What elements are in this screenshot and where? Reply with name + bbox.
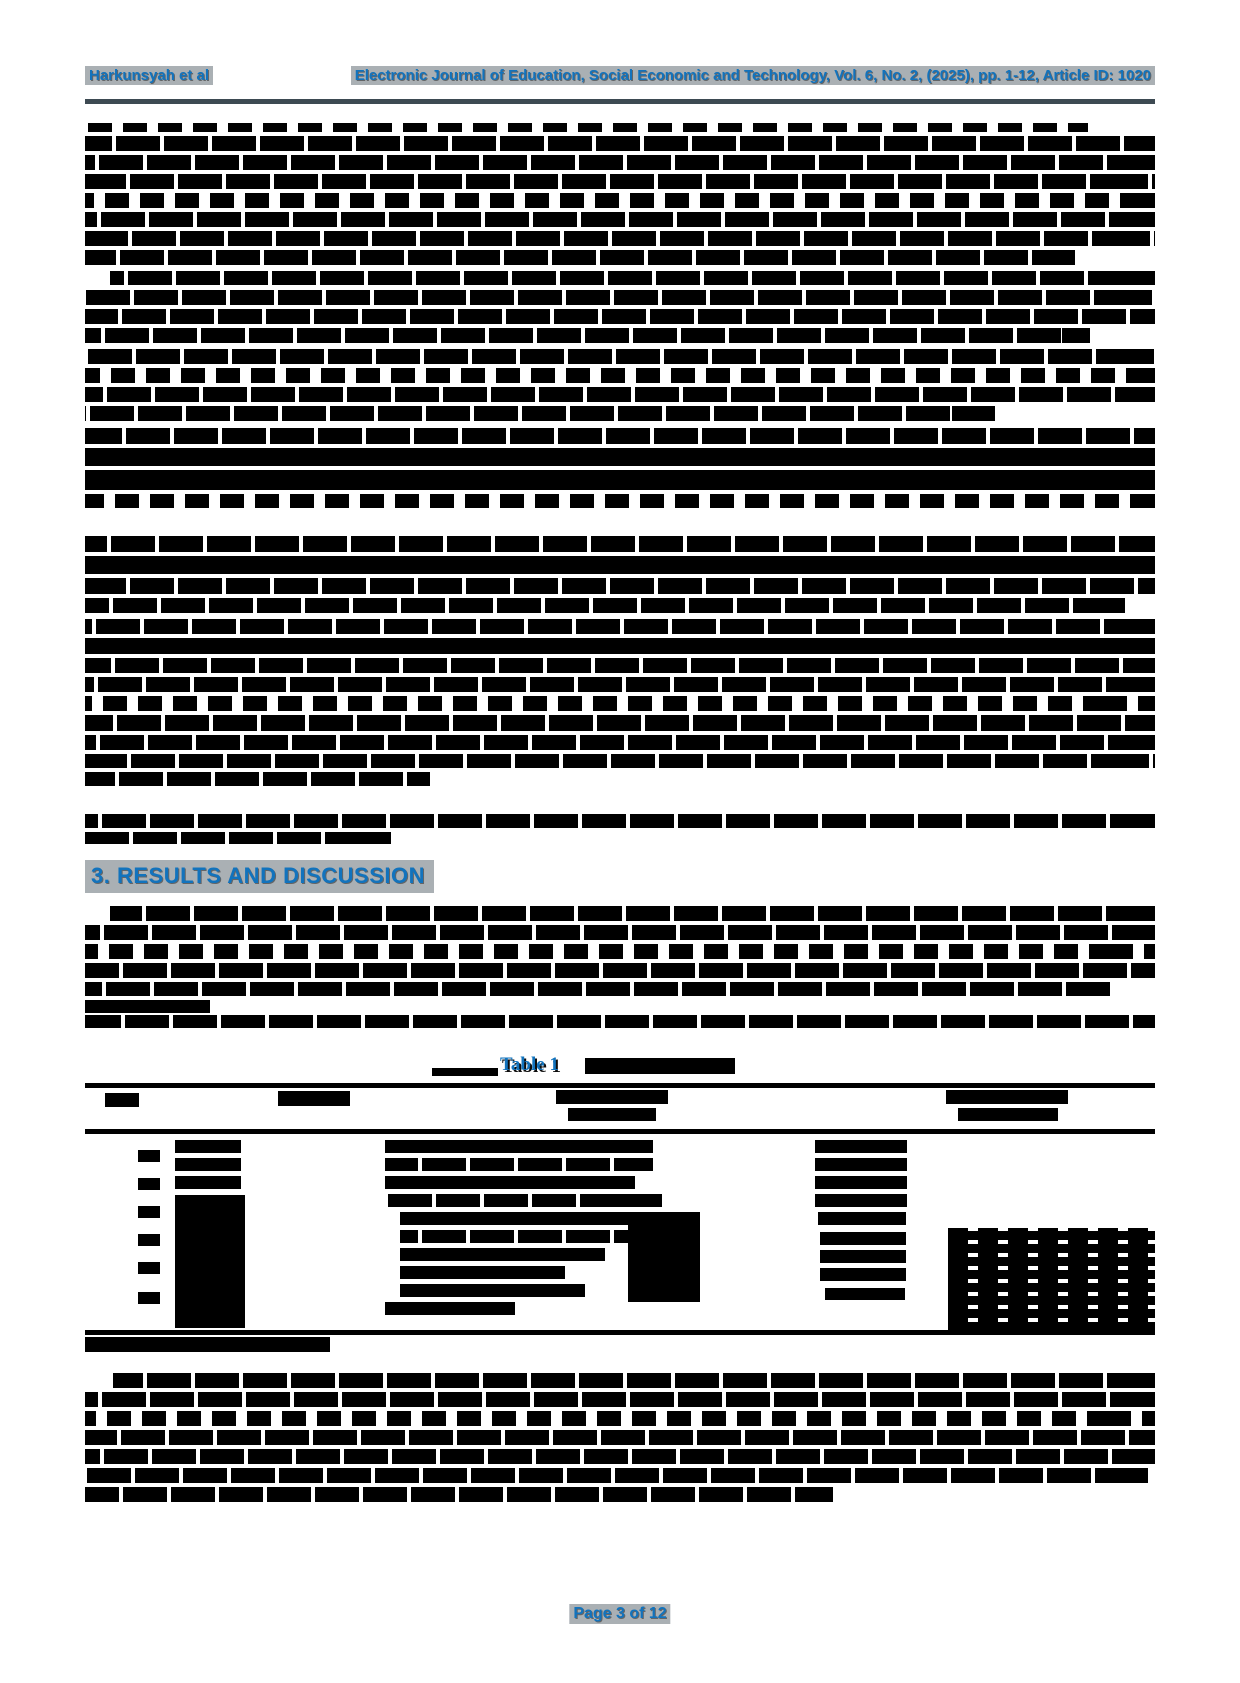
redacted-text-line [85,696,1155,711]
redacted-text-line [400,1212,652,1225]
redacted-text-line [85,1083,1155,1088]
redacted-text-line [85,1330,1155,1335]
redacted-text-line [400,1248,605,1261]
section-heading-results-and-discussion: 3. RESULTS AND DISCUSSION [85,860,434,893]
redacted-text-line [85,136,1155,151]
redacted-text-line [815,1194,907,1207]
redacted-text-line [820,1268,906,1281]
redacted-text-line [85,556,1155,574]
redacted-text-line [138,1234,160,1246]
redacted-text-line [85,1468,1150,1483]
redacted-text-line [85,1449,1155,1464]
redacted-text-line [85,772,430,786]
redacted-text-line [85,174,1155,189]
redacted-text-line [85,982,1110,996]
redacted-text-line [820,1232,906,1245]
redacted-text-line [85,1411,1155,1426]
redacted-text-line [85,1392,1155,1407]
redacted-text-line [85,448,1155,466]
redacted-text-line [88,123,1088,132]
redacted-text-line [85,638,1155,654]
redacted-text-line [85,536,1155,552]
redacted-text-line [400,1266,565,1279]
redacted-text-line [138,1262,160,1274]
redacted-text-line [85,677,1155,692]
redacted-text-line [175,1140,241,1153]
redacted-text-line [948,1228,1155,1331]
header-author-text: Harkunsyah et al [85,66,214,85]
redacted-text-line [110,906,1155,921]
redacted-text-line [85,814,1155,828]
redacted-text-line [815,1140,907,1153]
redacted-text-line [815,1158,907,1171]
header-journal-citation-text: Electronic Journal of Education, Social … [350,66,1155,85]
redacted-text-line [85,406,995,421]
redacted-text-line [946,1090,1068,1104]
redacted-text-line [85,658,1155,673]
page-header: Harkunsyah et al Electronic Journal of E… [85,66,1155,85]
header-divider-rule [85,99,1155,104]
redacted-text-line [85,578,1155,594]
redacted-text-line [385,1158,653,1171]
redacted-text-line [385,1194,663,1207]
redacted-text-line [138,1292,160,1304]
redacted-text-line [110,271,1155,285]
redacted-text-line [815,1176,907,1189]
redacted-text-line [175,1176,241,1189]
redacted-text-line [85,832,395,844]
redacted-text-line [85,368,1155,383]
redacted-text-line [85,944,1155,959]
redacted-text-line [85,193,1155,208]
redacted-text-line [138,1206,160,1218]
redacted-text-line [820,1250,906,1263]
table-caption-link[interactable]: Table 1 [500,1054,559,1075]
redacted-text-line [818,1212,906,1225]
redacted-text-line [628,1212,700,1302]
redacted-text-line [385,1302,515,1315]
redacted-text-line [385,1140,653,1153]
redacted-text-line [556,1090,668,1104]
redacted-text-line [85,1015,1155,1028]
redacted-text-line [85,309,1155,324]
redacted-text-line [85,963,1155,978]
redacted-text-line [85,1337,330,1352]
redacted-text-line [85,328,1090,343]
redacted-text-line [175,1158,241,1171]
redacted-text-line [85,470,1155,490]
redacted-text-line [85,1430,1155,1445]
redacted-text-line [400,1284,585,1297]
redacted-text-line [85,1000,210,1013]
redacted-text-line [85,428,1155,444]
footer-page-number: Page 3 of 12 [569,1604,671,1624]
redacted-text-line [958,1108,1058,1121]
redacted-text-line [85,715,1155,731]
redacted-text-line [175,1195,245,1328]
redacted-text-line [585,1058,735,1074]
redacted-text-line [85,735,1155,750]
redacted-text-line [85,619,1155,634]
redacted-text-line [85,155,1155,170]
redacted-text-line [85,349,1155,364]
redacted-text-line [432,1068,498,1076]
redacted-text-line [568,1108,656,1121]
redacted-text-line [85,212,1155,227]
redacted-text-line [85,1487,833,1502]
redacted-text-line [85,231,1155,246]
redacted-text-line [85,250,1075,265]
redacted-text-line [400,1230,662,1243]
redacted-text-line [85,598,1125,613]
redacted-text-line [85,754,1155,768]
redacted-text-line [825,1288,905,1300]
redacted-text-line [85,494,1155,508]
redacted-text-line [385,1176,635,1189]
redacted-text-line [138,1178,160,1190]
redacted-text-line [85,290,1155,305]
redacted-text-line [85,1129,1155,1134]
redacted-text-line [138,1150,160,1162]
redacted-text-line [278,1091,350,1106]
redacted-text-line [105,1093,139,1107]
redacted-text-line [85,387,1155,402]
redacted-text-line [85,925,1155,940]
redacted-text-line [113,1373,1155,1388]
